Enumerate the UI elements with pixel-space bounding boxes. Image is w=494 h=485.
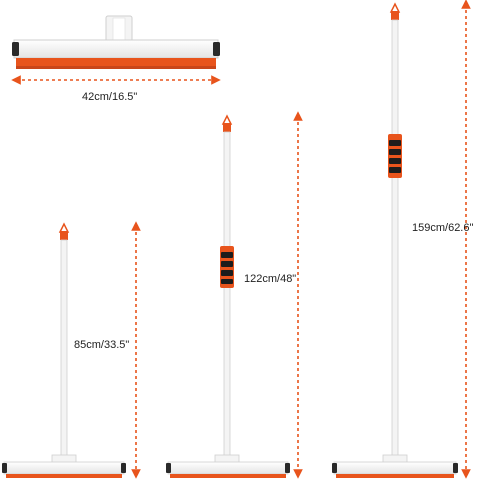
medium-length-label: 122cm/48": [244, 273, 297, 285]
head-width-label: 42cm/16.5": [82, 91, 138, 103]
short-length-label: 85cm/33.5": [74, 339, 130, 351]
squeegee-head: [12, 15, 220, 69]
squeegee-long: [332, 2, 458, 478]
squeegee-short: [2, 222, 126, 478]
squeegee-medium: [166, 114, 290, 478]
long-length-label: 159cm/62.6": [412, 222, 474, 234]
